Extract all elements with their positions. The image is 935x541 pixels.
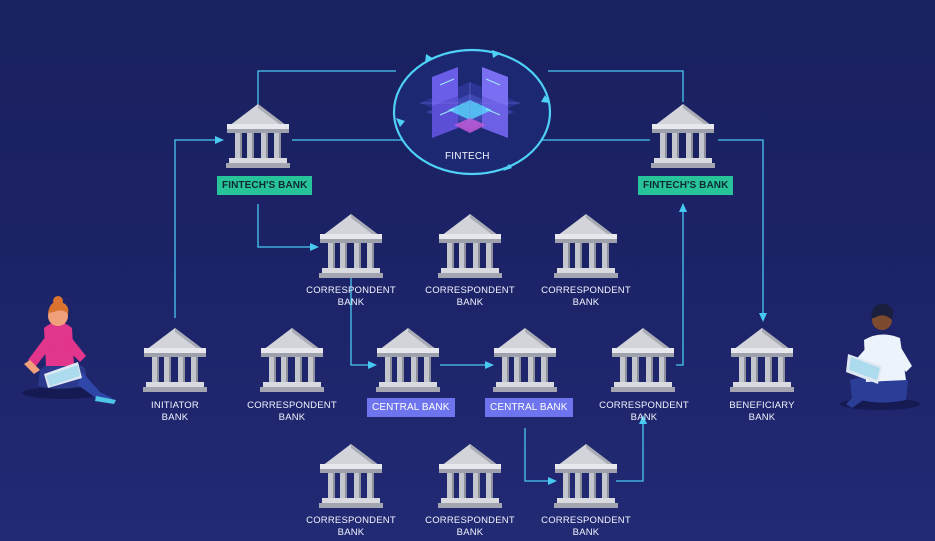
connector-correspondent-to-central xyxy=(350,278,368,366)
fintech-label: FINTECH xyxy=(445,151,490,162)
connector-central-to-correspondent-bottom xyxy=(524,428,548,482)
correspondent-bank-label: CORRESPONDENT BANK xyxy=(541,515,631,539)
correspondent-bank-label-line2: BANK xyxy=(456,297,484,308)
central-bank-right-icon xyxy=(493,328,557,392)
beneficiary-bank-label-line1: BENEFICIARY xyxy=(729,400,795,411)
correspondent-bank-label-line1: CORRESPONDENT xyxy=(425,285,515,296)
initiator-bank-label-line1: INITIATOR xyxy=(151,400,199,411)
correspondent-bank-label-line1: CORRESPONDENT xyxy=(247,400,337,411)
correspondent-bank-label: CORRESPONDENT BANK xyxy=(541,285,631,309)
correspondent-bank-label-line2: BANK xyxy=(630,412,658,423)
initiator-bank-label: INITIATOR BANK xyxy=(135,400,215,424)
correspondent-bank-label-line2: BANK xyxy=(572,527,600,538)
connector-correspondent-bottom-up xyxy=(616,424,644,482)
central-bank-left-icon xyxy=(376,328,440,392)
initiator-bank-icon xyxy=(143,328,207,392)
central-bank-right-tag: CENTRAL BANK xyxy=(485,398,573,417)
connector-fintech-bank-right-to-beneficiary xyxy=(718,139,764,318)
fintech-bank-right-icon xyxy=(651,104,715,168)
fintech-bank-left-icon xyxy=(226,104,290,168)
correspondent-bank-label: CORRESPONDENT BANK xyxy=(247,400,337,424)
correspondent-bank-label-line1: CORRESPONDENT xyxy=(425,515,515,526)
correspondent-bank-icon xyxy=(611,328,675,392)
fintech-bank-left-tag: FINTECH'S BANK xyxy=(217,176,313,195)
fintech-bank-right-tag: FINTECH'S BANK xyxy=(638,176,734,195)
correspondent-bank-label: CORRESPONDENT BANK xyxy=(425,285,515,309)
connector-hub-top-to-right xyxy=(548,70,684,102)
central-bank-left-tag: CENTRAL BANK xyxy=(367,398,455,417)
correspondent-bank-label-line2: BANK xyxy=(337,297,365,308)
correspondent-bank-icon xyxy=(438,444,502,508)
correspondent-bank-label: CORRESPONDENT BANK xyxy=(306,515,396,539)
initiator-person-icon xyxy=(22,296,116,404)
correspondent-bank-label-line2: BANK xyxy=(456,527,484,538)
correspondent-bank-icon xyxy=(319,444,383,508)
correspondent-bank-label-line2: BANK xyxy=(337,527,365,538)
beneficiary-person-icon xyxy=(840,303,920,410)
correspondent-bank-label-line1: CORRESPONDENT xyxy=(306,515,396,526)
correspondent-bank-icon xyxy=(260,328,324,392)
correspondent-bank-icon xyxy=(554,444,618,508)
correspondent-bank-label-line2: BANK xyxy=(572,297,600,308)
fintech-platform-icon xyxy=(420,67,520,138)
connector-initiator-to-fintech-bank xyxy=(174,139,215,318)
beneficiary-bank-icon xyxy=(730,328,794,392)
correspondent-bank-label: CORRESPONDENT BANK xyxy=(425,515,515,539)
fintech-hub xyxy=(392,48,552,176)
correspondent-bank-icon xyxy=(319,214,383,278)
correspondent-bank-label-line1: CORRESPONDENT xyxy=(541,515,631,526)
beneficiary-bank-label: BENEFICIARY BANK xyxy=(722,400,802,424)
connector-fintech-bank-to-hub-top xyxy=(257,70,396,105)
correspondent-bank-label-line1: CORRESPONDENT xyxy=(541,285,631,296)
correspondent-bank-icon xyxy=(554,214,618,278)
correspondent-bank-label: CORRESPONDENT BANK xyxy=(306,285,396,309)
correspondent-bank-label-line2: BANK xyxy=(278,412,306,423)
connector-correspondent-to-fintech-bank-right xyxy=(676,204,684,366)
correspondent-bank-icon xyxy=(438,214,502,278)
correspondent-bank-label: CORRESPONDENT BANK xyxy=(599,400,689,424)
correspondent-bank-label-line1: CORRESPONDENT xyxy=(306,285,396,296)
connector-fintech-bank-to-correspondent xyxy=(257,204,310,248)
beneficiary-bank-label-line2: BANK xyxy=(748,412,776,423)
initiator-bank-label-line2: BANK xyxy=(161,412,189,423)
correspondent-bank-label-line1: CORRESPONDENT xyxy=(599,400,689,411)
